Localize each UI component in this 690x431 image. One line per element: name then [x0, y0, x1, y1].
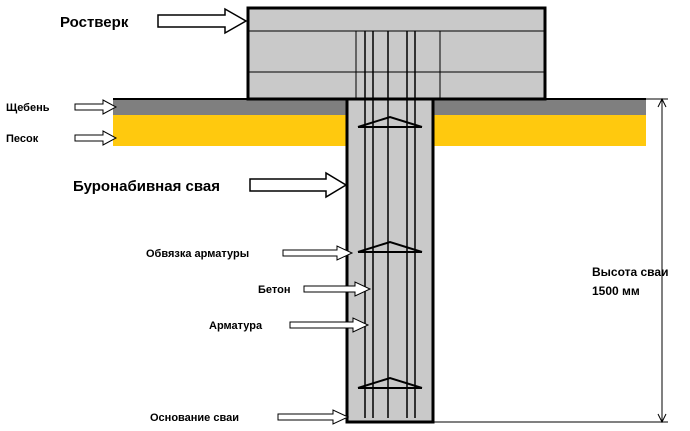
- arrow-bored-pile: [249, 171, 348, 199]
- arrow-grillage: [157, 7, 248, 35]
- rebar-tie-bottom: [357, 376, 423, 389]
- arrow-pile-base: [277, 409, 350, 425]
- pile-height-dimension: [433, 97, 668, 424]
- label-gravel: Щебень: [6, 102, 50, 114]
- rebar-cage: [364, 31, 416, 418]
- arrow-rebar: [289, 317, 370, 333]
- rebar-tie-top: [357, 115, 423, 128]
- bored-pile-body: [345, 97, 435, 424]
- label-bored-pile: Буронабивная свая: [73, 178, 220, 195]
- label-pile-height-value: 1500 мм: [592, 284, 640, 298]
- label-concrete: Бетон: [258, 284, 290, 296]
- arrow-gravel: [74, 99, 118, 115]
- arrow-sand: [74, 130, 118, 146]
- label-rebar: Арматура: [209, 320, 263, 332]
- arrow-concrete: [303, 281, 372, 297]
- label-pile-height-title: Высота сваи: [592, 265, 668, 279]
- label-sand: Песок: [6, 133, 39, 145]
- label-pile-base: Основание сваи: [150, 412, 239, 424]
- grillage-block: [246, 6, 547, 101]
- rebar-tie-middle: [357, 240, 423, 253]
- label-grillage: Ростверк: [60, 14, 129, 31]
- label-rebar-tie: Обвязка арматуры: [146, 248, 249, 260]
- arrow-rebar-tie: [282, 245, 354, 261]
